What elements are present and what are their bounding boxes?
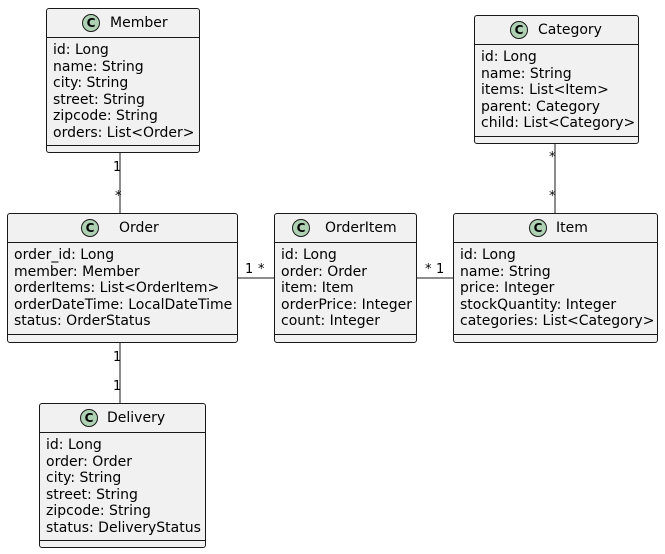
class-order-name: Order <box>119 220 159 236</box>
class-c-icon: C <box>81 219 99 237</box>
attribute: id: Long <box>481 49 537 65</box>
class-item-header: C Item <box>454 214 657 243</box>
attribute: child: List<Category> <box>481 115 636 131</box>
attribute: price: Integer <box>460 280 555 296</box>
class-c-icon: C <box>82 14 100 32</box>
attribute: city: String <box>46 470 122 486</box>
class-c-icon: C <box>510 21 528 39</box>
class-delivery-header: C Delivery <box>40 404 205 433</box>
attribute: name: String <box>460 263 551 280</box>
class-order[interactable]: C Order order_id: Long member: Member or… <box>7 213 238 343</box>
class-member-attributes: id: Long name: String city: String stree… <box>47 38 199 141</box>
attribute: status: DeliveryStatus <box>46 519 201 536</box>
attribute: name: String <box>481 65 572 82</box>
attribute: id: Long <box>460 247 516 263</box>
attribute: status: OrderStatus <box>14 313 151 329</box>
class-delivery-attributes: id: Long order: Order city: String stree… <box>40 433 205 536</box>
attribute: city: String <box>53 75 129 91</box>
mult-orderitem-item-orderitem: * <box>425 262 432 277</box>
class-c-icon: C <box>292 219 310 237</box>
mult-order-delivery-order: 1 <box>113 350 122 365</box>
methods-divider <box>47 145 199 146</box>
methods-divider <box>275 334 416 335</box>
class-category[interactable]: C Category id: Long name: String items: … <box>474 15 639 144</box>
attribute: street: String <box>46 486 138 503</box>
attribute: orders: List<Order> <box>53 124 195 141</box>
attribute: categories: List<Category> <box>460 313 655 329</box>
mult-orderitem-item-item: 1 <box>436 262 445 277</box>
attribute: street: String <box>53 91 145 108</box>
class-item-name: Item <box>556 220 588 236</box>
class-member[interactable]: C Member id: Long name: String city: Str… <box>46 8 200 153</box>
mult-order-orderitem-order: 1 <box>245 262 254 277</box>
class-member-header: C Member <box>47 9 199 38</box>
class-c-icon: C <box>529 219 547 237</box>
attribute: stockQuantity: Integer <box>460 296 617 313</box>
methods-divider <box>475 136 638 137</box>
attribute: orderPrice: Integer <box>281 296 413 313</box>
class-category-name: Category <box>538 22 602 38</box>
attribute: zipcode: String <box>53 108 158 124</box>
attribute: count: Integer <box>281 313 381 329</box>
attribute: item: Item <box>281 280 354 296</box>
methods-divider <box>454 334 657 335</box>
attribute: order_id: Long <box>14 247 115 263</box>
class-delivery-name: Delivery <box>107 410 166 426</box>
attribute: orderItems: List<OrderItem> <box>14 280 220 296</box>
attribute: member: Member <box>14 263 140 280</box>
class-member-name: Member <box>110 15 168 31</box>
class-category-attributes: id: Long name: String items: List<Item> … <box>475 45 638 132</box>
attribute: order: Order <box>46 453 133 470</box>
class-order-header: C Order <box>8 214 237 243</box>
mult-category-item-item: * <box>549 189 556 204</box>
methods-divider <box>40 540 205 541</box>
attribute: parent: Category <box>481 98 601 115</box>
mult-order-orderitem-orderitem: * <box>258 262 265 277</box>
class-orderitem[interactable]: C OrderItem id: Long order: Order item: … <box>274 213 417 343</box>
class-item[interactable]: C Item id: Long name: String price: Inte… <box>453 213 658 343</box>
mult-member-order-member: 1 <box>113 160 122 175</box>
methods-divider <box>8 334 237 335</box>
class-orderitem-name: OrderItem <box>325 220 397 236</box>
attribute: id: Long <box>46 437 102 453</box>
mult-category-item-category: * <box>549 150 556 165</box>
attribute: id: Long <box>53 42 109 58</box>
attribute: id: Long <box>281 247 337 263</box>
attribute: name: String <box>53 58 144 75</box>
class-orderitem-header: C OrderItem <box>275 214 416 243</box>
attribute: zipcode: String <box>46 503 151 519</box>
class-item-attributes: id: Long name: String price: Integer sto… <box>454 243 657 330</box>
mult-order-delivery-delivery: 1 <box>113 379 122 394</box>
class-order-attributes: order_id: Long member: Member orderItems… <box>8 243 237 330</box>
attribute: order: Order <box>281 263 368 280</box>
attribute: orderDateTime: LocalDateTime <box>14 296 233 313</box>
attribute: items: List<Item> <box>481 82 609 98</box>
class-orderitem-attributes: id: Long order: Order item: Item orderPr… <box>275 243 416 330</box>
class-delivery[interactable]: C Delivery id: Long order: Order city: S… <box>39 403 206 548</box>
class-category-header: C Category <box>475 16 638 45</box>
mult-member-order-order: * <box>115 189 122 204</box>
class-c-icon: C <box>80 409 98 427</box>
